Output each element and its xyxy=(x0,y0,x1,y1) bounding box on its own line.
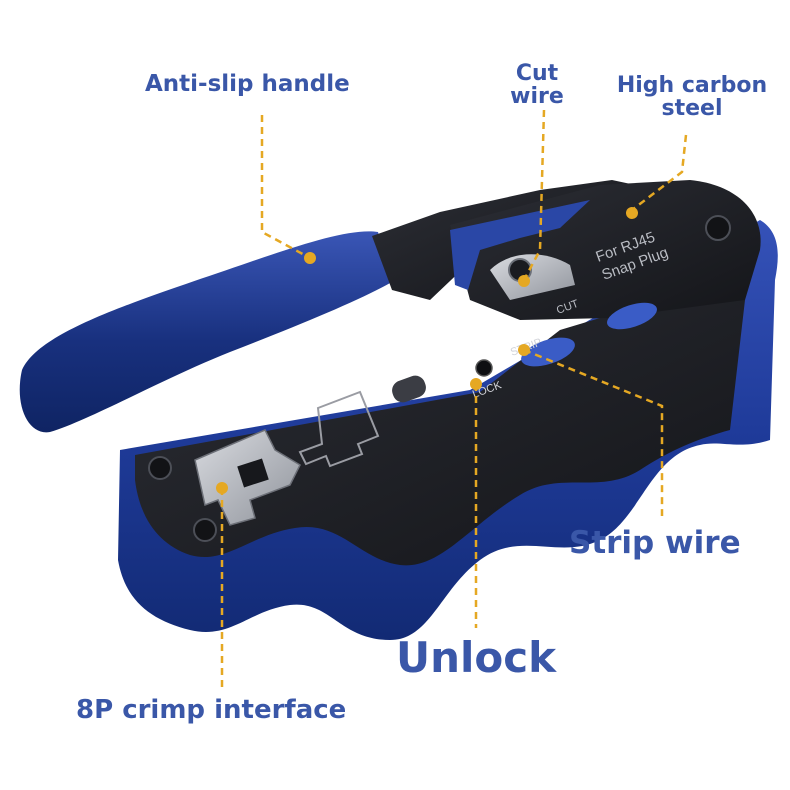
label-8p-crimp-interface: 8P crimp interface xyxy=(76,695,347,725)
screw-left-top xyxy=(148,456,172,480)
cutter-blue-inlay xyxy=(450,200,590,290)
label-high-carbon-steel: High carbon steel xyxy=(616,73,768,122)
strip-pad xyxy=(521,337,575,367)
callout-dot-crimp xyxy=(216,482,228,494)
screw-top-right xyxy=(705,215,731,241)
callout-dot-strip xyxy=(518,344,530,356)
callout-steel-line xyxy=(631,134,688,211)
label-anti-slip-handle: Anti-slip handle xyxy=(145,71,350,97)
callout-dots xyxy=(216,207,638,494)
callout-dot-cut xyxy=(518,275,530,287)
screw-left-bottom xyxy=(193,518,217,542)
label-unlock: Unlock xyxy=(396,633,557,682)
callout-dot-handle xyxy=(304,252,316,264)
label-cut-wire: Cut wire xyxy=(510,61,564,110)
rj45-plug-outline-icon xyxy=(298,390,380,468)
lock-button xyxy=(475,359,493,377)
callout-handle-line xyxy=(260,115,311,260)
cut-pad xyxy=(607,302,657,330)
upper-handle-grip xyxy=(19,231,393,433)
crimp-die-slot xyxy=(237,458,269,488)
callout-strip-line xyxy=(523,348,664,516)
callout-dot-steel xyxy=(626,207,638,219)
callout-cut-line xyxy=(522,109,546,281)
callout-lines xyxy=(220,109,688,690)
label-strip-wire: Strip wire xyxy=(569,525,741,561)
lower-faceplate xyxy=(135,280,745,566)
lock-slot xyxy=(392,375,426,403)
callout-dot-unlock xyxy=(470,378,482,390)
